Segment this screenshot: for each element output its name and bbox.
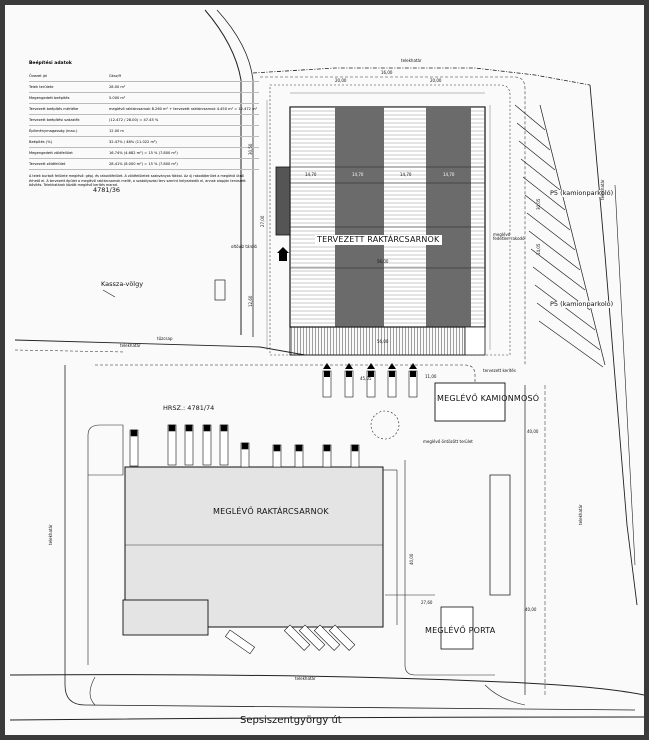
lot-boundary-top — [252, 67, 591, 86]
parking-bottom-label: P5 (kamionparkoló) — [550, 300, 614, 308]
road-edge-top — [204, 9, 242, 335]
site-data-value: 28.41% (8.000 m²) = 15 % (7.800 m²) — [109, 162, 178, 166]
right-dim-b: 14,05 — [536, 243, 541, 255]
boundary-label-top: telekhatár — [401, 58, 422, 63]
site-data-value: 28.00 m² — [109, 85, 126, 89]
road-edge-top-inner — [216, 9, 254, 337]
site-data-row: Építménymagasság (max.) 12.00 m — [29, 126, 259, 137]
site-data-key: Megengedett zöldfelület — [29, 151, 73, 155]
site-data-row: Övezet jel Gksz/9 — [29, 71, 259, 82]
road-curb-2 — [95, 364, 476, 385]
site-data-notes: A telek burkolt felülete meglévő: gépj. … — [29, 174, 246, 188]
site-data-key: Övezet jel — [29, 74, 48, 78]
site-data-row: Megengedett beépítés 5.000 m² — [29, 93, 259, 104]
right-dim-a: 30,05 — [536, 198, 541, 210]
site-data-key: Beépítés (%) — [29, 140, 53, 144]
dock-length-dim: 56,00 — [377, 339, 389, 344]
site-data-row: Beépítés (%) 32.47% / 48% (11.022 m²) — [29, 137, 259, 148]
street-edge-2 — [9, 716, 644, 721]
boundary-label-right-2: telekhatár — [578, 504, 583, 525]
bay-dim-3: 14,70 — [400, 172, 412, 177]
boundary-label-right: telekhatár — [600, 179, 605, 200]
bay-5 — [471, 107, 485, 327]
note-fire: oltóvíz tároló — [231, 244, 258, 249]
site-data-value: (12.472 / 28.00) = 47.45 % — [109, 118, 159, 122]
road-dim: 45,05 — [360, 376, 372, 381]
right-dim-open: 40,00 — [527, 429, 539, 434]
note-fire-hydrant: tűzcsap — [157, 336, 173, 341]
hrsz-label: HRSZ.: 4781/74 — [163, 404, 215, 412]
left-dim-b: 12,60 — [248, 295, 253, 307]
dock-strip — [289, 326, 466, 356]
wash-dim: 11,00 — [425, 374, 437, 379]
site-data-value: Gksz/9 — [109, 74, 122, 78]
site-data-row: Telek területe 28.00 m² — [29, 82, 259, 93]
trucks-at-planned-hall — [322, 363, 418, 398]
top-dim-a: 20,00 — [335, 78, 347, 83]
right-dim-c: 40,00 — [525, 607, 537, 612]
left-dim-c: 40,00 — [409, 553, 414, 565]
side-dim: 27,00 — [260, 215, 265, 227]
site-data-key: Tervezett beépítési százalék — [29, 118, 80, 122]
gate-dim: 27,60 — [421, 600, 433, 605]
planned-hall-label: TERVEZETT RAKTÁRCSARNOK — [315, 235, 442, 245]
site-data-key: Építménymagasság (max.) — [29, 129, 78, 133]
site-data-row: Tervezett beépítési százalék (12.472 / 28… — [29, 115, 259, 126]
site-data-key: Tervezett zöldfelület — [29, 162, 66, 166]
site-data-row: Megengedett zöldfelület 16.74% (4.682 m²)… — [29, 148, 259, 159]
site-data-value: 12.00 m — [109, 129, 124, 133]
site-data-title: Beépítési adatok — [29, 61, 72, 66]
bay-2-dark — [335, 107, 384, 327]
site-plan-drawing — [9, 9, 644, 721]
note-dock: meglévő fedetlen rakodó — [493, 232, 525, 241]
existing-hall — [122, 466, 398, 636]
truck-parking-right — [514, 104, 606, 368]
site-data-key: Megengedett beépítés — [29, 96, 70, 100]
office-strip — [275, 166, 291, 236]
bay-4-dark — [426, 107, 471, 327]
parking-top-label: P5 (kamionparkoló) — [550, 189, 614, 197]
planned-hall — [275, 106, 486, 356]
street-name: Sepsiszentgyörgy út — [240, 715, 342, 726]
lot-boundary-right — [589, 84, 638, 606]
note-loading: meglévő öntözött terület — [423, 439, 473, 444]
lot-number-label: 4781/36 — [93, 186, 121, 194]
gatehouse-box — [440, 606, 474, 650]
site-data-row: Tervezett zöldfelület 28.41% (8.000 m²) =… — [29, 159, 259, 170]
site-data-value: meglévő raktárcsarnok 8.260 m² + terveze… — [109, 107, 258, 111]
truck-wash-label: MEGLÉVŐ KAMIONMOSÓ — [437, 394, 540, 403]
truck-wash-box — [434, 382, 506, 422]
boundary-label-mid: telekhatár — [120, 343, 141, 348]
note-planned-fence: tervezett kerítés — [483, 368, 516, 373]
lot-boundary-mid — [14, 339, 306, 356]
site-data-value: 32.47% / 48% (11.022 m²) — [109, 140, 157, 144]
bay-dim-2: 14,70 — [352, 172, 364, 177]
top-dim-c: 20,00 — [430, 78, 442, 83]
gatehouse-label: MEGLÉVŐ PORTA — [425, 626, 496, 635]
bay-3 — [384, 107, 426, 327]
site-data-value: 16.74% (4.682 m²) = 15 % (7.800 m²) — [109, 151, 178, 155]
left-dim-a: 30,50 — [248, 143, 253, 155]
site-data-row: Tervezett beépítés mértéke meglévő raktár… — [29, 104, 259, 115]
site-data-key: Tervezett beépítés mértéke — [29, 107, 79, 111]
existing-hall-label: MEGLÉVŐ RAKTÁRCSARNOK — [213, 507, 329, 516]
place-name-label: Kassza-völgy — [101, 280, 144, 288]
boundary-label-left: telekhatár — [48, 524, 53, 545]
trucks-at-existing-hall — [129, 424, 360, 468]
hall-length-dim: 56,00 — [377, 259, 389, 264]
boundary-label-bottom: telekhatár — [295, 676, 316, 681]
top-dim-b: 16,00 — [381, 70, 393, 75]
site-data-value: 5.000 m² — [109, 96, 126, 100]
bay-dim-4: 14,70 — [443, 172, 455, 177]
site-data-key: Telek területe — [29, 85, 54, 89]
road-curb-1 — [64, 365, 636, 711]
street-edge-1 — [9, 674, 644, 696]
bay-dim-1: 14,70 — [305, 172, 317, 177]
bay-1 — [290, 107, 335, 327]
